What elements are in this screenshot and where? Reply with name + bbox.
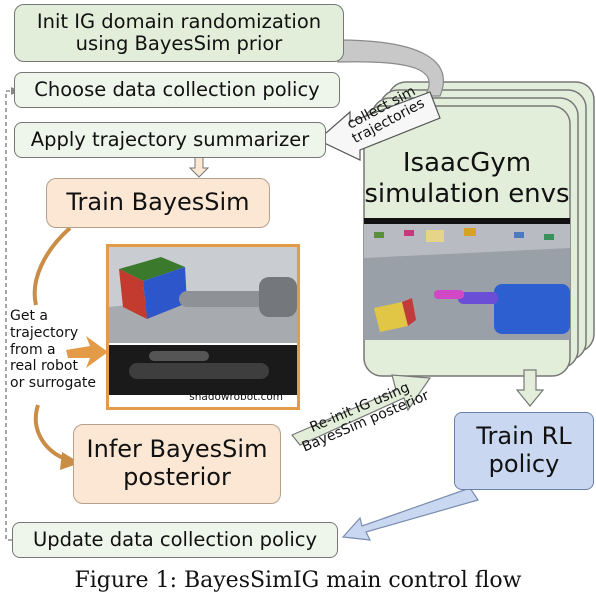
sim-to-rl-arrow [515, 369, 545, 407]
train-rl-box: Train RL policy [454, 412, 594, 490]
photo-credit: shadowrobot.com [189, 391, 283, 403]
train-to-side-arrow [32, 226, 72, 306]
isaacgym-render [364, 218, 570, 340]
shadow-robot-image [109, 247, 297, 395]
train-rl-line2: policy [488, 450, 560, 478]
summarizer-to-train-arrow [188, 155, 210, 178]
apply-summarizer-label: Apply trajectory summarizer [30, 127, 310, 151]
train-bayessim-label: Train BayesSim [66, 188, 250, 217]
infer-posterior-line2: posterior [123, 463, 231, 491]
update-policy-label: Update data collection policy [32, 527, 318, 551]
shadow-robot-photo: shadowrobot.com [106, 244, 300, 410]
infer-posterior-box: Infer BayesSim posterior [73, 424, 281, 504]
infer-posterior-line1: Infer BayesSim [86, 435, 268, 464]
update-policy-box: Update data collection policy [12, 522, 338, 558]
photo-to-note-arrow [66, 336, 108, 368]
sim-panel-line1: IsaacGym [402, 148, 532, 178]
side-to-infer-arrowhead [60, 452, 80, 470]
apply-summarizer-box: Apply trajectory summarizer [14, 122, 326, 158]
side-note-line2: trajectory [10, 324, 79, 341]
init-ig-line2: using BayesSim prior [75, 32, 283, 55]
figure-caption: Figure 1: BayesSimIG main control flow [74, 568, 522, 593]
feedback-loop-dashed [5, 90, 12, 541]
side-note: Get a trajectory from a real robot or su… [10, 308, 110, 392]
side-note-line5: or surrogate [10, 375, 97, 392]
sim-panel-title: IsaacGym simulation envs [364, 148, 570, 210]
side-note-line1: Get a [10, 308, 48, 324]
train-rl-line1: Train RL [476, 422, 572, 451]
side-to-infer-arrow [33, 404, 69, 462]
init-ig-line1: Init IG domain randomization [36, 9, 322, 33]
train-bayessim-box: Train BayesSim [46, 178, 270, 228]
rl-to-update-arrow [341, 487, 479, 541]
side-note-line3: from a [10, 341, 56, 358]
init-ig-box: Init IG domain randomization using Bayes… [14, 4, 344, 62]
choose-policy-label: Choose data collection policy [34, 77, 320, 101]
choose-policy-box: Choose data collection policy [14, 72, 340, 108]
init-to-sim-arrow [337, 39, 444, 97]
sim-panel-line2: simulation envs [364, 179, 570, 210]
collect-sim-arrow [316, 91, 441, 161]
side-note-line4: real robot [10, 358, 78, 375]
reinit-arrow [291, 374, 432, 446]
